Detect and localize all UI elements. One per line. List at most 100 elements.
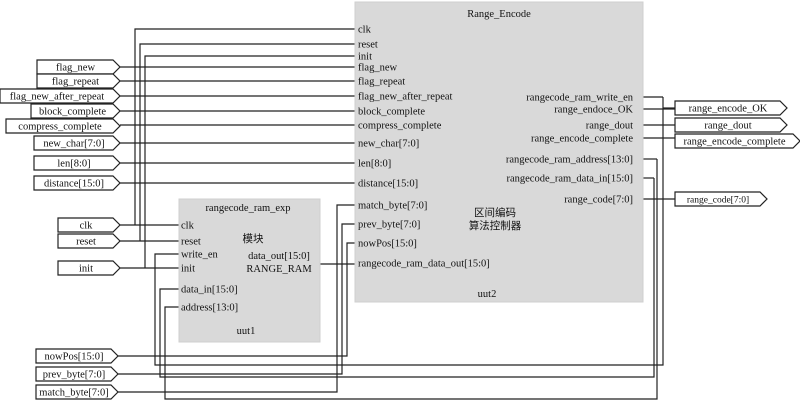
port-label: distance[15:0]	[44, 179, 104, 190]
nowpos-wire	[118, 242, 355, 357]
port-shape	[35, 348, 119, 364]
range-encode-title: Range_Encode	[467, 9, 531, 20]
range-encode-output-1: range_endoce_OK	[554, 105, 633, 116]
ram-output-label: data_out[15:0]	[248, 251, 310, 262]
ram-name: RANGE_RAM	[246, 264, 312, 275]
range-encode-input-1: reset	[358, 40, 378, 51]
port-shape	[0, 88, 121, 104]
range-encode-input-5: flag_new_after_repeat	[358, 92, 453, 103]
port-shape	[35, 366, 119, 382]
input-port-init[interactable]: init	[57, 260, 121, 276]
output-port-range_encode_ok[interactable]: range_encode_OK	[674, 100, 788, 116]
input-port-flag_new[interactable]: flag_new	[36, 59, 121, 75]
ram-input-3: init	[181, 264, 195, 275]
input-port-prev_byte-7-0[interactable]: prev_byte[7:0]	[35, 366, 119, 382]
port-label: clk	[80, 221, 94, 232]
address-wire	[164, 159, 658, 400]
range-encode-input-3: flag_new	[358, 63, 397, 74]
output-port-range_dout[interactable]: range_dout	[674, 117, 788, 133]
port-label: reset	[76, 237, 96, 248]
port-label: prev_byte[7:0]	[43, 370, 105, 381]
port-label: range_code[7:0]	[687, 196, 749, 206]
port-shape	[36, 73, 121, 89]
ram-title: rangecode_ram_exp	[205, 203, 290, 214]
range-encode-input-0: clk	[358, 25, 372, 36]
port-label: len[8:0]	[57, 159, 90, 170]
range-encode-input-9: len[8:0]	[358, 159, 391, 170]
range-encode-input-2: init	[358, 52, 372, 63]
range-encode-input-6: block_complete	[358, 107, 425, 118]
input-port-flag_repeat[interactable]: flag_repeat	[36, 73, 121, 89]
input-port-len-8-0[interactable]: len[8:0]	[33, 155, 121, 171]
range-encode-output-2: range_dout	[586, 121, 633, 132]
port-label: flag_new	[56, 63, 95, 74]
data-in-wire	[159, 178, 655, 378]
port-label: init	[79, 264, 93, 275]
wires	[118, 28, 675, 400]
range-encode-input-12: prev_byte[7:0]	[358, 220, 420, 231]
match-byte-wire	[118, 204, 355, 393]
range-encode-input-7: compress_complete	[358, 121, 442, 132]
port-label: flag_new_after_repeat	[10, 92, 105, 103]
ram-input-4: data_in[15:0]	[181, 285, 238, 296]
port-shape	[674, 191, 768, 207]
range-encode-desc-2: 算法控制器	[469, 219, 522, 232]
input-port-new_char-7-0[interactable]: new_char[7:0]	[33, 135, 121, 151]
range-encode-output-5: rangecode_ram_data_in[15:0]	[506, 174, 633, 185]
port-shape	[57, 260, 121, 276]
init-wire	[144, 55, 355, 268]
port-label: range_dout	[704, 121, 751, 132]
write-en-wire	[154, 97, 664, 366]
port-label: range_encode_complete	[683, 137, 785, 148]
range-encode-input-8: new_char[7:0]	[358, 139, 419, 150]
prev-byte-wire	[118, 223, 355, 375]
output-port-range_encode_complete[interactable]: range_encode_complete	[674, 133, 800, 149]
port-shape	[674, 117, 788, 133]
range-encode-output-6: range_code[7:0]	[564, 195, 633, 206]
port-label: block_complete	[39, 107, 106, 118]
input-port-compress_complete[interactable]: compress_complete	[5, 118, 121, 134]
port-label: flag_repeat	[52, 77, 99, 88]
input-port-clk[interactable]: clk	[57, 217, 121, 233]
ram-instance: uut1	[237, 326, 256, 337]
range-encode-instance: uut2	[478, 289, 497, 300]
ram-input-2: write_en	[181, 250, 218, 261]
range-encode-input-14: rangecode_ram_data_out[15:0]	[358, 259, 490, 270]
port-label: nowPos[15:0]	[45, 352, 104, 363]
reset-wire	[139, 43, 355, 241]
ram-block[interactable]	[178, 198, 321, 343]
port-shape	[57, 233, 121, 249]
port-shape	[33, 175, 121, 191]
input-port-match_byte-7-0[interactable]: match_byte[7:0]	[35, 384, 119, 400]
ram-desc: 模块	[243, 233, 264, 245]
port-shape	[5, 118, 121, 134]
port-label: match_byte[7:0]	[39, 388, 108, 399]
range-encode-output-4: rangecode_ram_address[13:0]	[506, 155, 633, 166]
range-encode-block[interactable]	[354, 1, 644, 303]
range-encode-output-3: range_encode_complete	[531, 134, 633, 145]
port-shape	[674, 133, 800, 149]
input-port-block_complete[interactable]: block_complete	[30, 103, 121, 119]
output-port-range_code-7-0[interactable]: range_code[7:0]	[674, 191, 768, 207]
port-shape	[674, 100, 788, 116]
input-port-nowpos-15-0[interactable]: nowPos[15:0]	[35, 348, 119, 364]
port-label: new_char[7:0]	[43, 139, 104, 150]
input-port-distance-15-0[interactable]: distance[15:0]	[33, 175, 121, 191]
range-encode-input-13: nowPos[15:0]	[358, 239, 417, 250]
port-shape	[30, 103, 121, 119]
range-encode-output-0: rangecode_ram_write_en	[526, 93, 633, 104]
input-port-reset[interactable]: reset	[57, 233, 121, 249]
port-shape	[36, 59, 121, 75]
ram-input-1: reset	[181, 237, 201, 248]
port-label: range_encode_OK	[689, 104, 768, 115]
input-port-flag_new_after_repeat[interactable]: flag_new_after_repeat	[0, 88, 121, 104]
port-shape	[33, 155, 121, 171]
port-shape	[33, 135, 121, 151]
ram-input-5: address[13:0]	[181, 303, 238, 314]
ram-input-0: clk	[181, 221, 195, 232]
range-encode-input-11: match_byte[7:0]	[358, 201, 427, 212]
range-encode-input-10: distance[15:0]	[358, 179, 418, 190]
port-label: compress_complete	[18, 122, 102, 133]
range-encode-desc-1: 区间编码	[474, 206, 516, 219]
